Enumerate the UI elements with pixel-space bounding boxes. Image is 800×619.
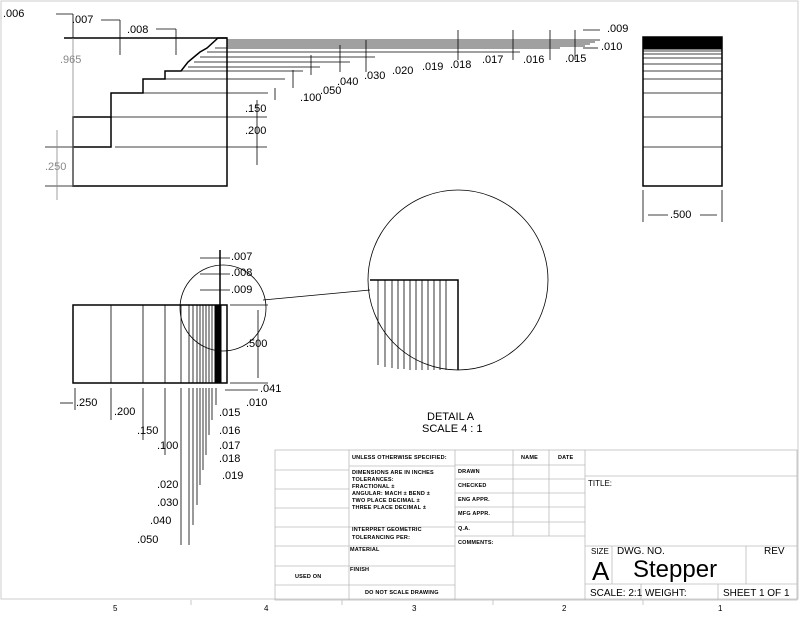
dim-label: .250: [45, 161, 67, 173]
dim-label: .030: [364, 70, 386, 82]
detail-title: DETAIL A: [427, 411, 475, 423]
dim-label: .020: [392, 65, 414, 77]
tb-two-place: TWO PLACE DECIMAL ±: [352, 498, 420, 504]
dim-label: .150: [245, 103, 267, 115]
dim-label: .500: [670, 209, 692, 221]
tb-rev-label: REV: [764, 546, 785, 557]
tb-size-label: SIZE: [591, 547, 609, 556]
dim-label: .040: [150, 515, 172, 527]
tb-name: NAME: [521, 455, 538, 461]
dim-label: .019: [422, 61, 444, 73]
side-view: [642, 36, 723, 222]
dim-label: .100: [300, 92, 322, 104]
tb-finish: FINISH: [350, 567, 370, 573]
tb-dwg-no-label: DWG. NO.: [617, 546, 665, 557]
tb-weight: WEIGHT:: [645, 588, 687, 599]
dim-label: .017: [482, 54, 504, 66]
bottom-view: [60, 250, 268, 545]
tb-tolerancing: TOLERANCING PER:: [352, 535, 411, 541]
zone-number: 2: [562, 604, 567, 613]
tb-fractional: FRACTIONAL ±: [352, 484, 395, 490]
dim-label: .100: [157, 440, 179, 452]
zone-number: 3: [412, 604, 417, 613]
tb-tolerances: TOLERANCES:: [352, 477, 394, 483]
dim-label: .010: [601, 41, 623, 53]
tb-eng-appr: ENG APPR.: [458, 497, 490, 503]
tb-angular: ANGULAR: MACH ± BEND ±: [352, 491, 430, 497]
dim-label: .965: [60, 54, 82, 66]
detail-a-view: [367, 189, 549, 371]
front-view-extension-lines: [45, 13, 600, 200]
tb-material: MATERIAL: [350, 547, 380, 553]
title-block: [274, 449, 798, 601]
tb-three-place: THREE PLACE DECIMAL ±: [352, 505, 427, 511]
tb-used-on: USED ON: [295, 574, 322, 580]
zone-ticks: [190, 600, 644, 605]
tb-unless: UNLESS OTHERWISE SPECIFIED:: [352, 455, 447, 461]
tb-mfg-appr: MFG APPR.: [458, 511, 491, 517]
dim-label: .500: [246, 338, 268, 350]
tb-do-not-scale: DO NOT SCALE DRAWING: [365, 590, 439, 596]
tb-date: DATE: [558, 455, 574, 461]
dim-label: .018: [219, 453, 241, 465]
dim-label: .006: [3, 8, 25, 20]
dim-label: .015: [219, 407, 241, 419]
dim-label: .007: [72, 14, 94, 26]
zone-number: 5: [113, 604, 118, 613]
detail-scale: SCALE 4 : 1: [422, 423, 483, 435]
dim-label: .200: [114, 406, 136, 418]
dim-label: .008: [231, 267, 253, 279]
dim-label: .007: [231, 251, 253, 263]
tb-qa: Q.A.: [458, 526, 471, 532]
zone-number: 1: [718, 604, 723, 613]
dim-label: .017: [219, 440, 241, 452]
tb-interpret: INTERPRET GEOMETRIC: [352, 527, 422, 533]
dim-label: .010: [246, 397, 268, 409]
dim-label: .020: [157, 479, 179, 491]
tb-sheet: SHEET 1 OF 1: [723, 588, 790, 599]
front-view: [72, 37, 228, 187]
dim-label: .050: [320, 85, 342, 97]
tb-dims-inches: DIMENSIONS ARE IN INCHES: [352, 470, 434, 476]
zone-number: 4: [264, 604, 269, 613]
tb-checked: CHECKED: [458, 483, 487, 489]
tb-drawn: DRAWN: [458, 469, 480, 475]
dim-label: .008: [127, 24, 149, 36]
dim-label: .041: [260, 383, 282, 395]
dim-label: .150: [137, 425, 159, 437]
dim-label: .009: [231, 284, 253, 296]
dim-label: .009: [607, 23, 629, 35]
dim-label: .040: [337, 76, 359, 88]
dim-label: .016: [523, 54, 545, 66]
dim-label: .015: [565, 53, 587, 65]
tb-scale: SCALE: 2:1: [590, 588, 643, 599]
dim-label: .019: [222, 470, 244, 482]
dim-label: .200: [245, 125, 267, 137]
dim-label: .030: [157, 497, 179, 509]
tb-size: A: [592, 556, 610, 586]
tb-comments: COMMENTS:: [458, 540, 494, 546]
dim-label: .250: [76, 397, 98, 409]
dim-label: .018: [450, 59, 472, 71]
tb-title-label: TITLE:: [588, 479, 613, 488]
dim-label: .016: [219, 425, 241, 437]
tb-dwg-no: Stepper: [633, 556, 718, 583]
dim-label: .050: [137, 534, 159, 546]
